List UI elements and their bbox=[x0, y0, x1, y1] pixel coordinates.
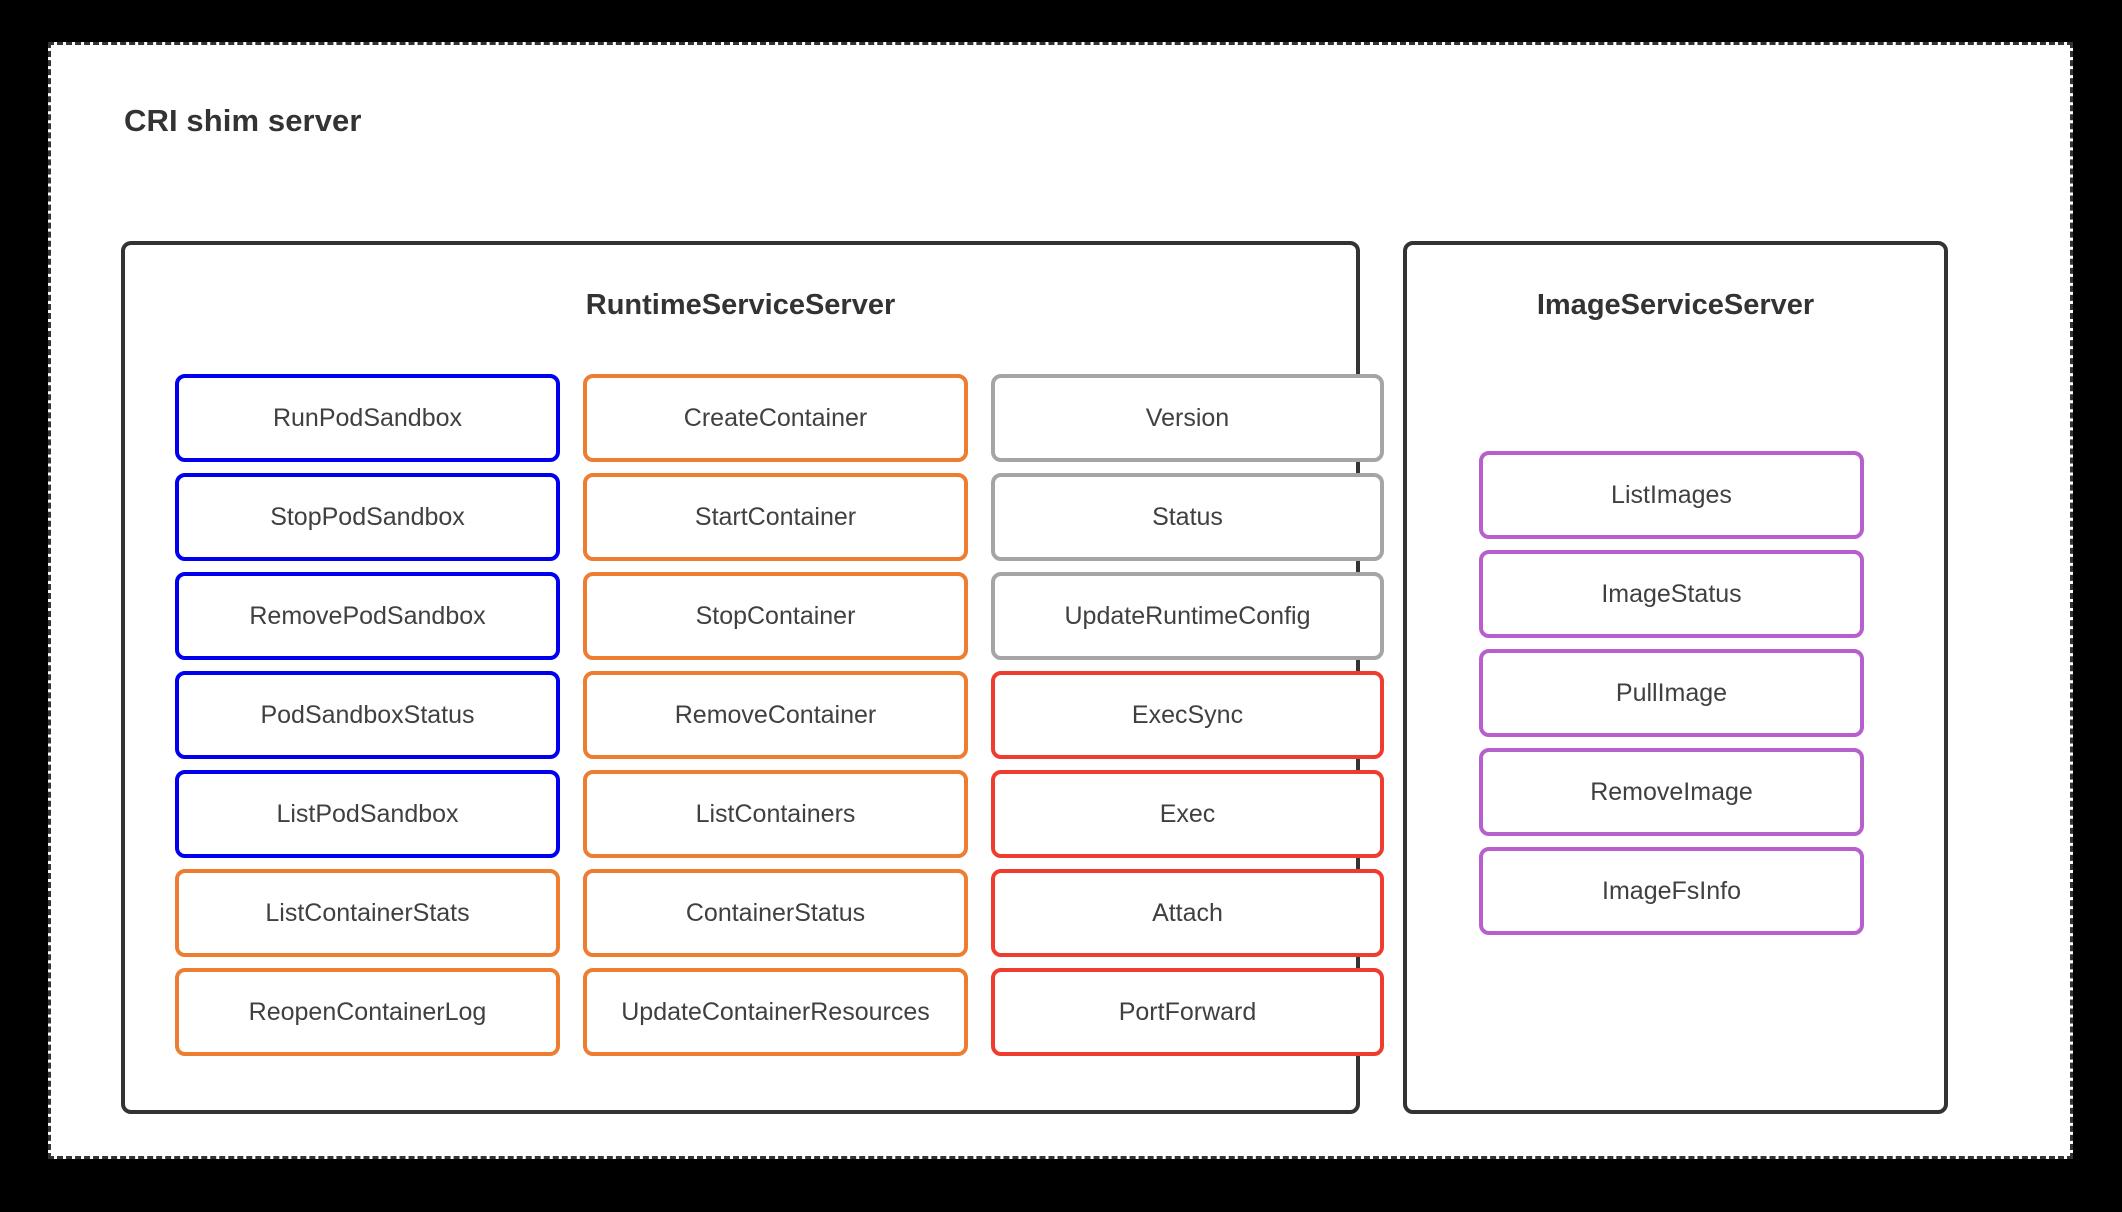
method-box[interactable]: ExecSync bbox=[991, 671, 1384, 759]
method-box[interactable]: Status bbox=[991, 473, 1384, 561]
method-box[interactable]: PullImage bbox=[1479, 649, 1864, 737]
runtime-method-grid: RunPodSandbox StopPodSandbox RemovePodSa… bbox=[175, 374, 1384, 1056]
image-service-server-panel: ImageServiceServer ListImages ImageStatu… bbox=[1403, 241, 1948, 1114]
method-box[interactable]: ImageStatus bbox=[1479, 550, 1864, 638]
method-box[interactable]: RunPodSandbox bbox=[175, 374, 560, 462]
method-box[interactable]: RemovePodSandbox bbox=[175, 572, 560, 660]
method-box[interactable]: ContainerStatus bbox=[583, 869, 968, 957]
method-box[interactable]: CreateContainer bbox=[583, 374, 968, 462]
method-box[interactable]: UpdateContainerResources bbox=[583, 968, 968, 1056]
method-box[interactable]: ListContainerStats bbox=[175, 869, 560, 957]
runtime-method-column: Version Status UpdateRuntimeConfig ExecS… bbox=[991, 374, 1384, 1056]
page-title: CRI shim server bbox=[124, 103, 362, 138]
method-box[interactable]: ListPodSandbox bbox=[175, 770, 560, 858]
method-box[interactable]: ReopenContainerLog bbox=[175, 968, 560, 1056]
runtime-service-server-panel: RuntimeServiceServer RunPodSandbox StopP… bbox=[121, 241, 1384, 1114]
method-box[interactable]: Attach bbox=[991, 869, 1384, 957]
runtime-service-server-title: RuntimeServiceServer bbox=[585, 289, 896, 321]
method-box[interactable]: ListContainers bbox=[583, 770, 968, 858]
method-box[interactable]: ListImages bbox=[1479, 451, 1864, 539]
image-service-server-title: ImageServiceServer bbox=[1536, 289, 1815, 321]
method-box[interactable]: UpdateRuntimeConfig bbox=[991, 572, 1384, 660]
container-method-column: CreateContainer StartContainer StopConta… bbox=[583, 374, 968, 1056]
method-box[interactable]: RemoveImage bbox=[1479, 748, 1864, 836]
method-box[interactable]: PortForward bbox=[991, 968, 1384, 1056]
method-box[interactable]: ImageFsInfo bbox=[1479, 847, 1864, 935]
method-box[interactable]: Exec bbox=[991, 770, 1384, 858]
sandbox-method-column: RunPodSandbox StopPodSandbox RemovePodSa… bbox=[175, 374, 560, 1056]
method-box[interactable]: StopPodSandbox bbox=[175, 473, 560, 561]
method-box[interactable]: Version bbox=[991, 374, 1384, 462]
diagram-outer-frame: CRI shim server RuntimeServiceServer Run… bbox=[48, 42, 2073, 1159]
method-box[interactable]: PodSandboxStatus bbox=[175, 671, 560, 759]
image-method-column: ListImages ImageStatus PullImage RemoveI… bbox=[1479, 451, 1864, 935]
method-box[interactable]: StopContainer bbox=[583, 572, 968, 660]
method-box[interactable]: RemoveContainer bbox=[583, 671, 968, 759]
method-box[interactable]: StartContainer bbox=[583, 473, 968, 561]
image-method-grid: ListImages ImageStatus PullImage RemoveI… bbox=[1479, 451, 1864, 935]
